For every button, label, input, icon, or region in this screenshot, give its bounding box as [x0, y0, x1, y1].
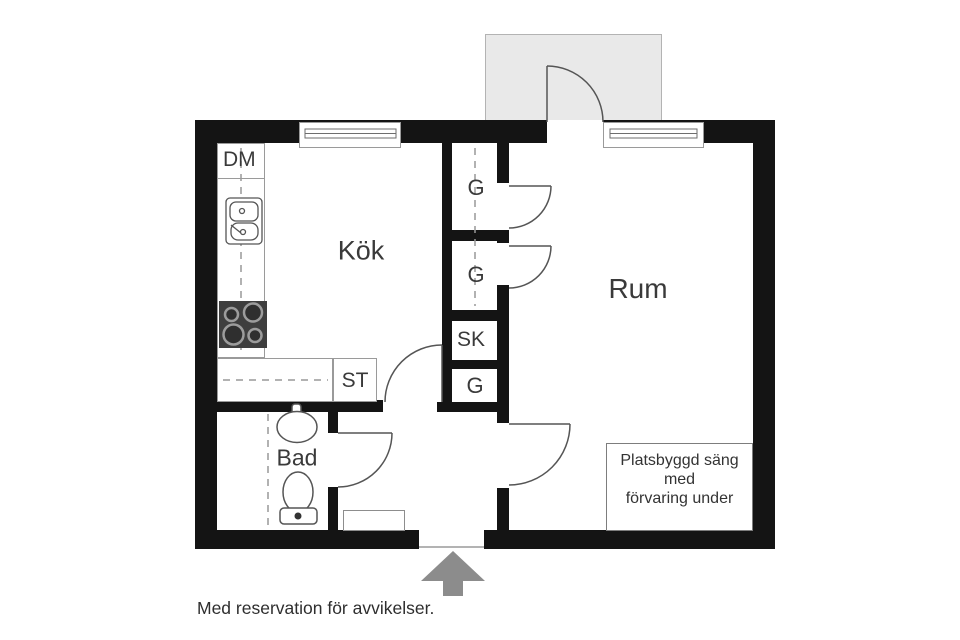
wardrobe1-door [508, 185, 552, 229]
wardrobe2-label: G [467, 262, 485, 287]
wall-divider-sk-g3 [442, 360, 509, 369]
bathroom-sink [276, 403, 318, 444]
wall-kitchen-south [195, 400, 383, 412]
wall-divider-g1-g2 [442, 230, 509, 241]
dishwasher-label: DM [223, 148, 256, 171]
room-label: Rum [608, 273, 668, 304]
wall-closet-column-right-a [497, 143, 509, 183]
pantry-label: ST [341, 369, 369, 392]
kitchen-window-glass [304, 128, 397, 139]
entrance-opening [547, 120, 603, 143]
bed-note-box: Platsbyggd säng med förvaring under [606, 443, 753, 531]
kitchen-label: Kök [337, 235, 385, 266]
cleaning-closet-label: SK [456, 328, 486, 351]
burner-bottom-left [222, 323, 245, 346]
bed-note-line2: med [663, 471, 696, 488]
entrance-door [546, 65, 604, 123]
bed-note-line1: Platsbyggd säng [620, 452, 739, 469]
bathroom-door [337, 432, 393, 488]
stairwell-area [485, 34, 662, 122]
pantry-box [333, 358, 377, 402]
room-door [508, 423, 571, 486]
wall-right [753, 120, 775, 549]
disclaimer-caption: Med reservation för avvikelser. [197, 598, 435, 618]
hall-radiator [343, 510, 405, 531]
burner-bottom-right [247, 327, 263, 344]
burner-top-right [242, 302, 264, 323]
wall-closet-column-right-d [497, 488, 509, 533]
kitchen-door [384, 344, 443, 403]
wardrobe2-door [508, 245, 552, 289]
kitchen-sink [225, 197, 263, 245]
toilet [279, 471, 318, 525]
entrance-arrow [421, 551, 485, 596]
wall-closet-column-left [442, 143, 452, 412]
wall-bathroom-east-a [328, 412, 338, 433]
stove [219, 301, 267, 348]
burner-top-left [223, 306, 240, 323]
room-window-glass [609, 128, 698, 139]
bed-note-line3: förvaring under [625, 490, 734, 507]
wall-closet-column-bottom [437, 402, 509, 412]
bottom-wall-gap [419, 530, 484, 549]
wardrobe1-label: G [467, 175, 485, 200]
bottom-gap-edge-line [419, 546, 484, 548]
wall-divider-g2-sk [442, 310, 509, 321]
wall-bottom [195, 530, 775, 549]
wall-bathroom-east-b [328, 487, 338, 533]
bathroom-label: Bad [276, 444, 318, 471]
wardrobe3-label: G [466, 373, 484, 398]
wall-left [195, 120, 217, 549]
